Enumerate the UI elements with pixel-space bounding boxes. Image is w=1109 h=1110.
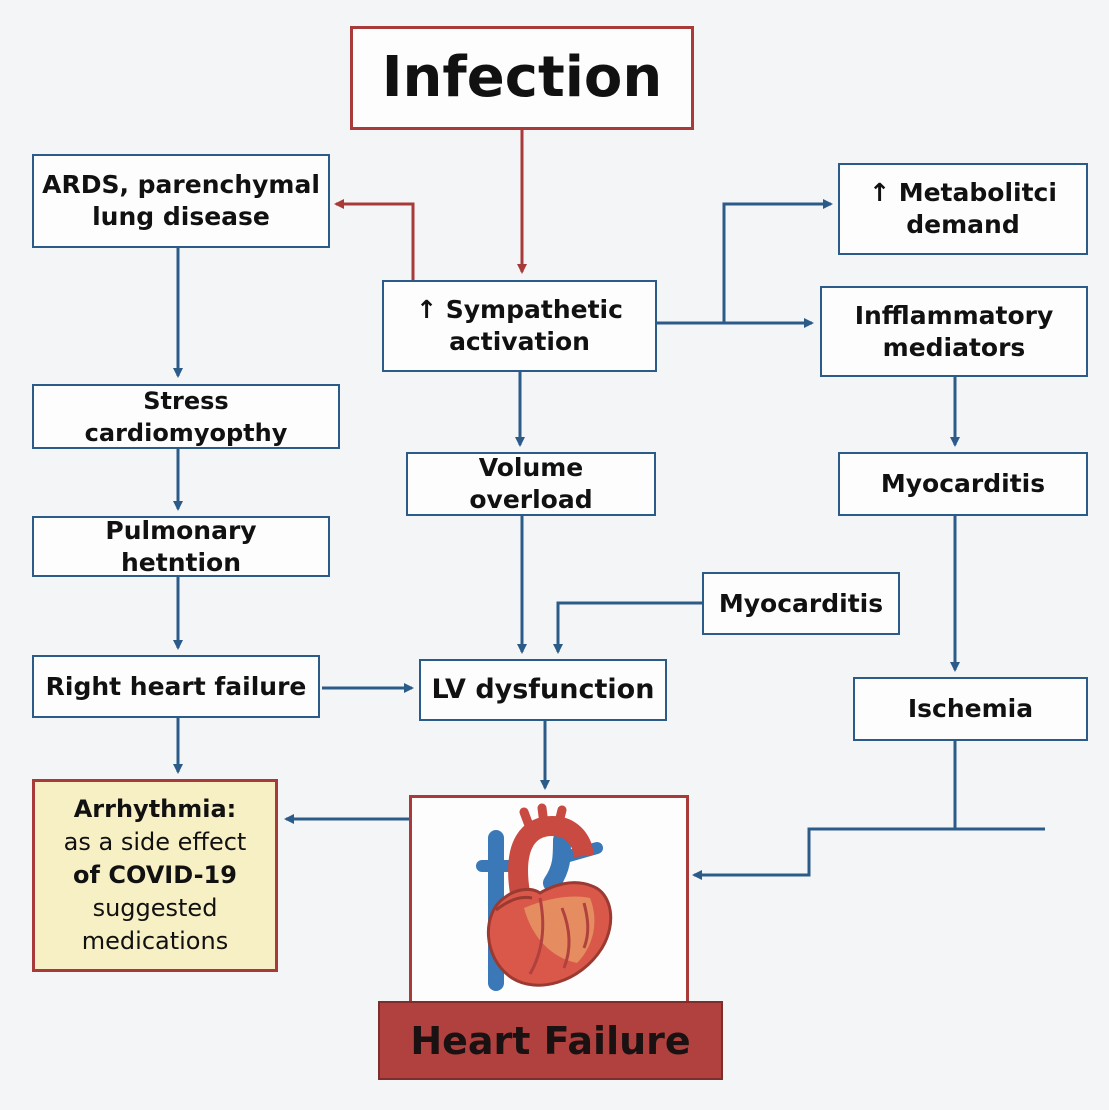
node-lv-dysfunction: LV dysfunction: [419, 659, 667, 721]
node-right-heart-failure: Right heart failure: [32, 655, 320, 718]
arrow-myocarditis-mid-to-lv: [553, 601, 702, 654]
node-myocarditis-mid: Myocarditis: [702, 572, 900, 635]
node-myocarditis-mid-label: Myocarditis: [718, 588, 884, 618]
node-arrhythmia-title: Arrhythmia:: [73, 795, 237, 823]
node-ischemia: Ischemia: [853, 677, 1088, 741]
node-sympathetic-line2: activation: [449, 327, 590, 356]
node-volume-overload: Volume overload: [406, 452, 656, 516]
node-metabolic-line2: demand: [906, 210, 1020, 239]
node-myocarditis-right-label: Myocarditis: [880, 469, 1046, 498]
arrow-ischemia-to-heart: [694, 741, 1045, 875]
node-arrhythmia-line3: of COVID-19: [73, 861, 237, 889]
node-volume-label: Volume overload: [469, 453, 593, 514]
node-metabolic-line1: ↑ Metabolitci: [869, 178, 1057, 207]
node-sympathetic-activation: ↑ Sympathetic activation: [382, 280, 657, 372]
node-infection-label: Infection: [381, 45, 663, 110]
node-stress-cardiomyopathy: Stress cardiomyopthy: [32, 384, 340, 449]
node-pulmonary-hypertension: Pulmonary hetntion: [32, 516, 330, 577]
node-arrhythmia-line4: suggested: [92, 894, 218, 922]
node-ards-line1: ARDS, parenchymal: [42, 170, 320, 199]
node-ischemia-label: Ischemia: [907, 694, 1034, 723]
node-arrhythmia: Arrhythmia: as a side effect of COVID-19…: [32, 779, 278, 972]
heart-failure-label: Heart Failure: [378, 1001, 723, 1080]
heart-failure-frame: [409, 795, 689, 1003]
node-arrhythmia-line2: as a side effect: [63, 828, 247, 856]
node-ards: ARDS, parenchymal lung disease: [32, 154, 330, 248]
node-inflammatory-line2: mediators: [882, 332, 1026, 362]
arrow-sympathetic-to-metabolic: [722, 199, 833, 323]
heart-icon: [476, 803, 613, 991]
node-lv-label: LV dysfunction: [431, 674, 655, 705]
node-pulmonary-label: Pulmonary hetntion: [105, 515, 257, 577]
node-ards-line2: lung disease: [92, 202, 270, 231]
node-arrhythmia-line5: medications: [81, 927, 229, 955]
arrow-sympathetic-to-ards: [334, 199, 415, 280]
node-infection: Infection: [350, 26, 694, 130]
node-sympathetic-line1: ↑ Sympathetic: [416, 295, 623, 324]
node-right-hf-label: Right heart failure: [45, 671, 307, 701]
heart-failure-text: Heart Failure: [410, 1018, 691, 1063]
node-stress-label: Stress cardiomyopthy: [84, 386, 288, 447]
node-myocarditis-right: Myocarditis: [838, 452, 1088, 516]
node-inflammatory-line1: Infflammatory: [854, 300, 1054, 330]
node-metabolic-demand: ↑ Metabolitci demand: [838, 163, 1088, 255]
